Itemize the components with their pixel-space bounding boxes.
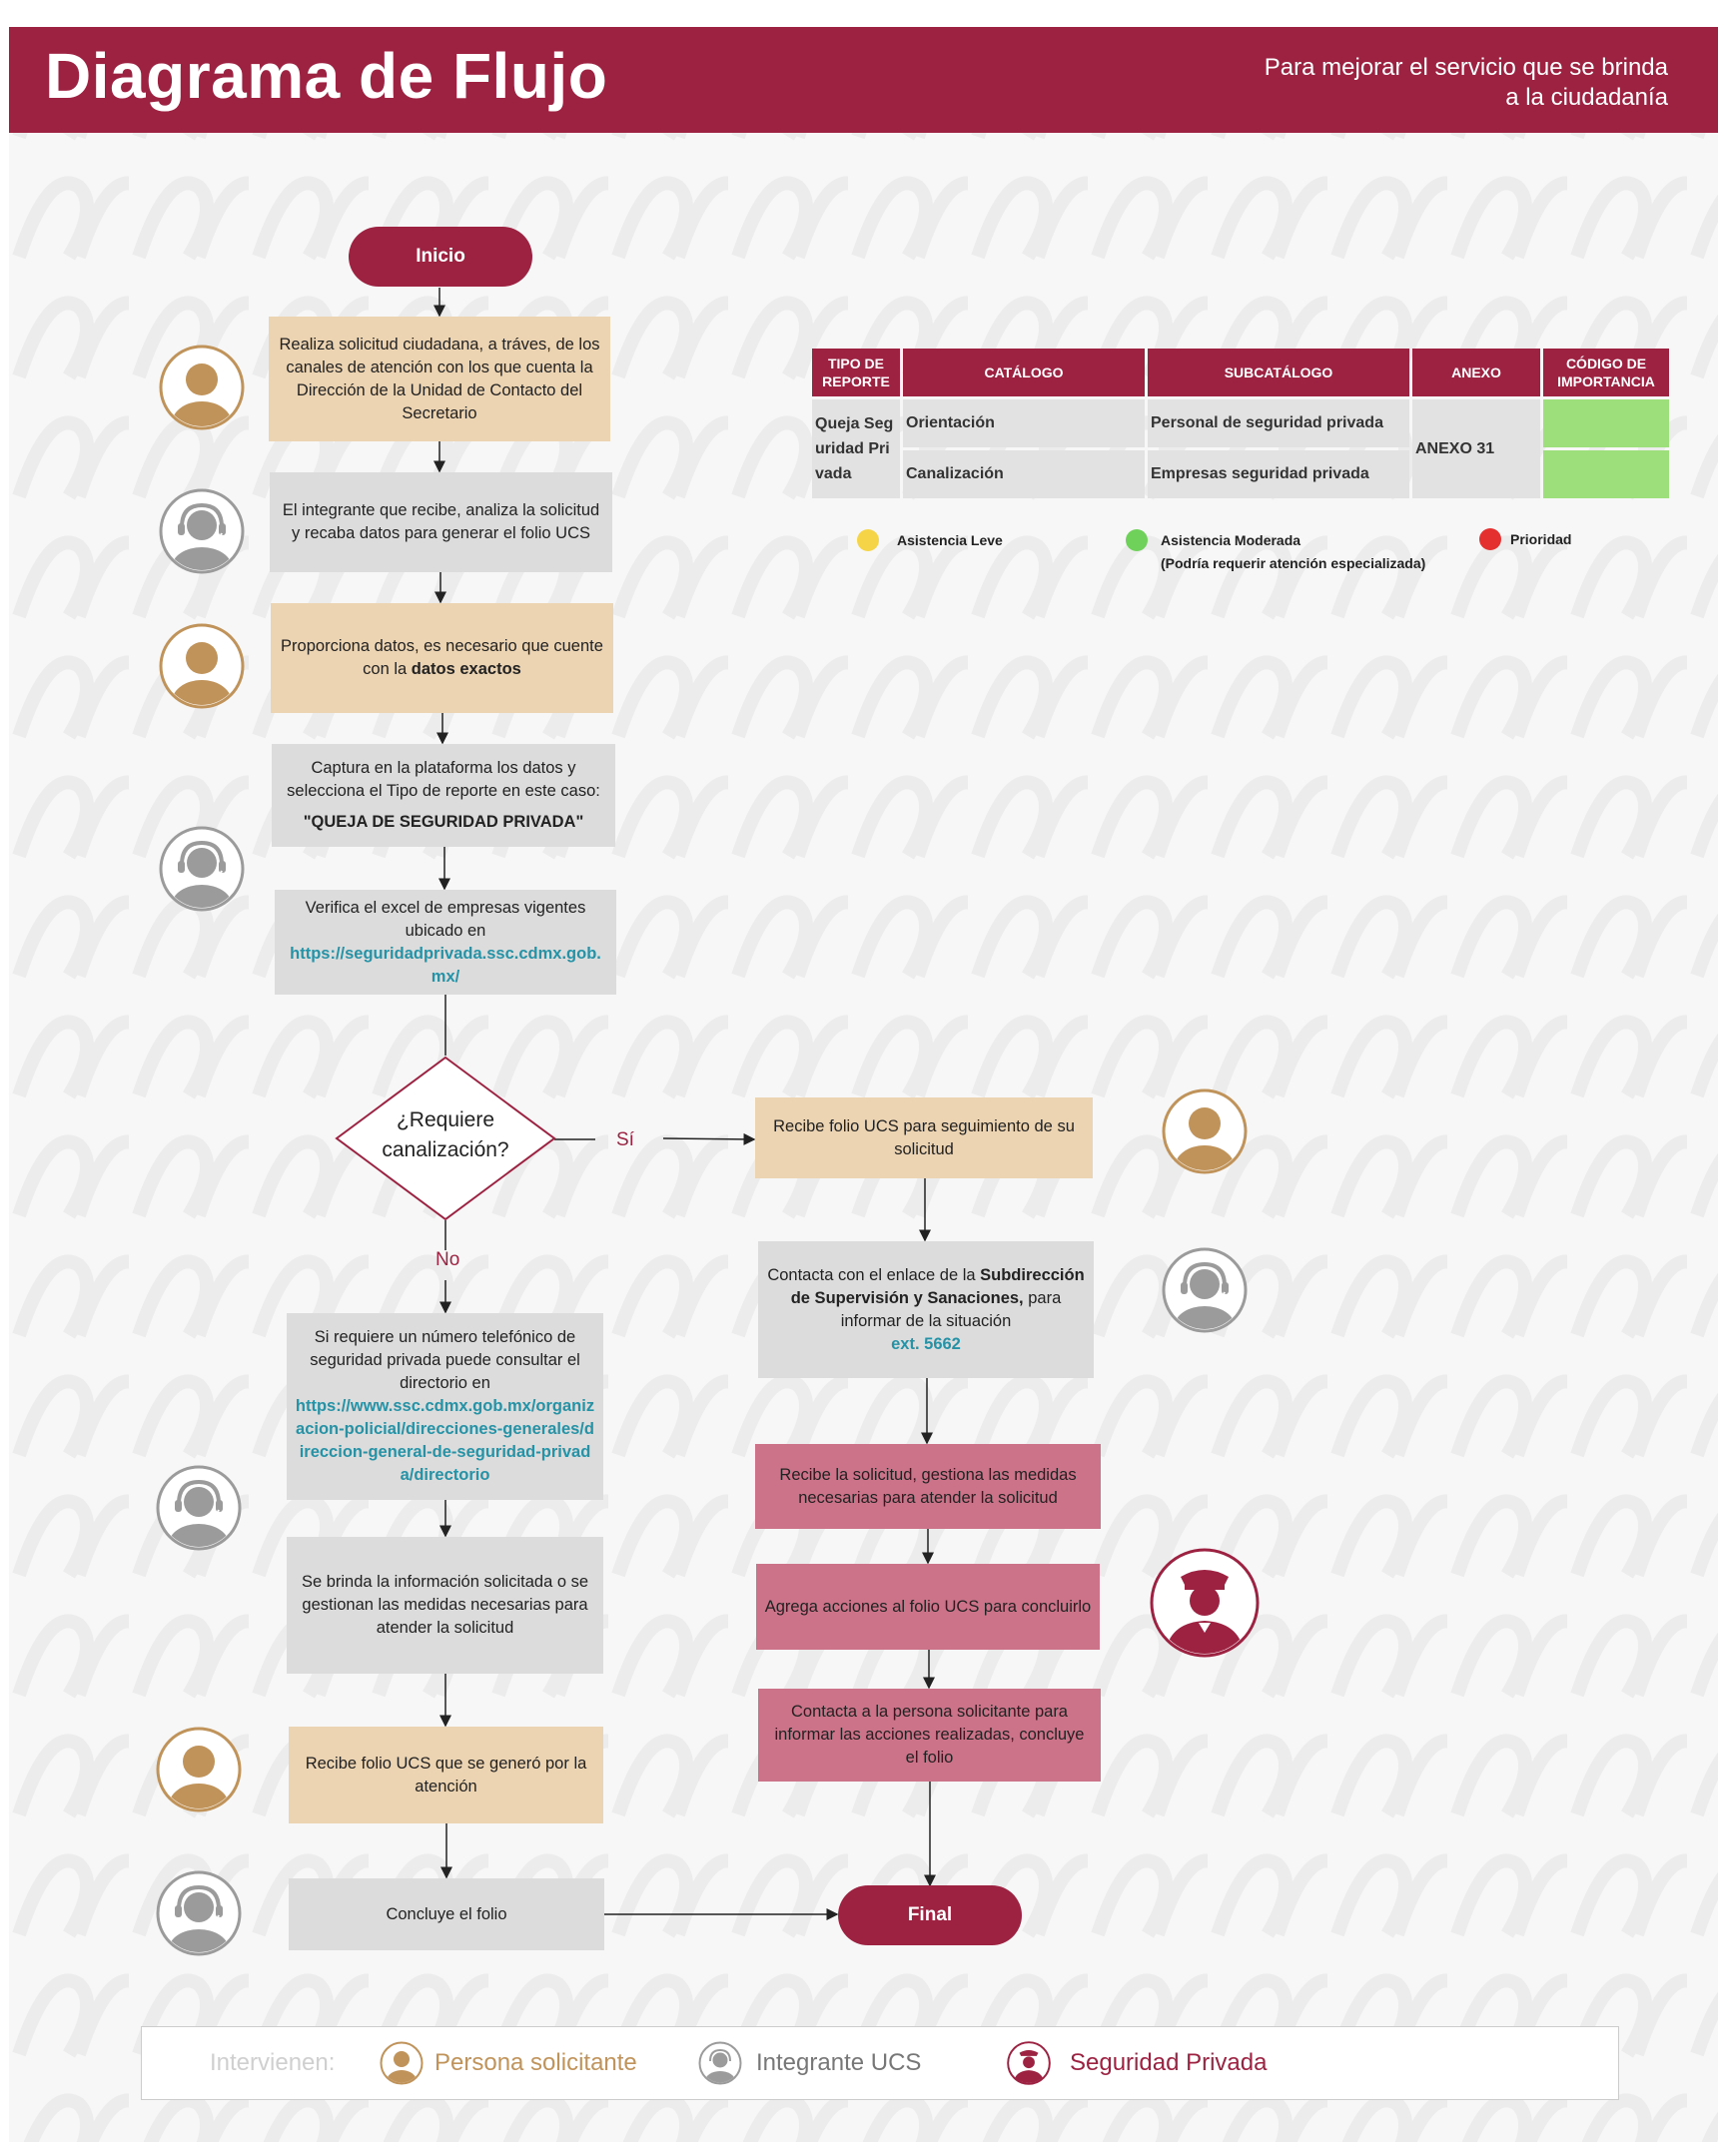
cell-anexo: ANEXO 31 (1412, 399, 1540, 498)
link-seguridad-privada[interactable]: https://seguridadprivada.ssc.cdmx.gob.mx… (290, 944, 601, 986)
step-contacta-enlace-text: Contacta con el enlace de la Subdirecció… (767, 1265, 1085, 1330)
persona-solicitante-icon (159, 623, 245, 709)
step-gestiona-medidas: Recibe la solicitud, gestiona las medida… (755, 1444, 1101, 1529)
table-header-row: TIPO DE REPORTE CATÁLOGO SUBCATÁLOGO ANE… (812, 349, 1669, 396)
seguridad-privada-icon (1150, 1548, 1260, 1658)
header-bar: Diagrama de Flujo Para mejorar el servic… (9, 27, 1718, 133)
cell-subcatalogo: Empresas seguridad privada (1148, 450, 1409, 498)
footer-intervienen: Intervienen: Persona solicitante Integra… (141, 2026, 1619, 2100)
cell-codigo-importancia (1543, 450, 1669, 498)
legend-prioridad: Prioridad (1510, 531, 1572, 547)
yes-label: Sí (616, 1129, 634, 1150)
footer-seguridad-privada: Seguridad Privada (1070, 2049, 1268, 2076)
header-subcatalogo: SUBCATÁLOGO (1148, 349, 1409, 396)
table-row: Queja Seguridad Privada Orientación Pers… (812, 399, 1669, 498)
persona-solicitante-icon (1162, 1088, 1248, 1174)
integrante-ucs-icon (698, 2041, 742, 2085)
link-directorio[interactable]: https://www.ssc.cdmx.gob.mx/organizacion… (295, 1397, 595, 1484)
cell-codigo-importancia (1543, 399, 1669, 447)
dot-asistencia-leve (857, 529, 879, 551)
step-proporciona-datos: Proporciona datos, es necesario que cuen… (271, 603, 613, 713)
integrante-ucs-icon (159, 826, 245, 912)
legend-asistencia-leve: Asistencia Leve (897, 532, 1003, 548)
start-terminal: Inicio (349, 227, 532, 287)
step-directorio-text: Si requiere un número telefónico de segu… (310, 1328, 580, 1392)
footer-persona-solicitante: Persona solicitante (434, 2049, 637, 2076)
decision-diamond (335, 1056, 556, 1221)
step-brinda-informacion: Se brinda la información solicitada o se… (287, 1537, 603, 1674)
cell-tipo-reporte: Queja Seguridad Privada (812, 399, 900, 498)
header-catalogo: CATÁLOGO (903, 349, 1145, 396)
integrante-ucs-icon (1162, 1247, 1248, 1333)
cell-catalogo: Canalización (903, 450, 1145, 498)
persona-solicitante-icon (380, 2041, 424, 2085)
dot-prioridad (1479, 528, 1501, 550)
integrante-ucs-icon (159, 488, 245, 574)
step-directorio-telefonico: Si requiere un número telefónico de segu… (287, 1313, 603, 1500)
dot-asistencia-moderada (1126, 529, 1148, 551)
integrante-ucs-icon (156, 1465, 242, 1551)
arrow-yes-yes1 (662, 1132, 756, 1145)
page-subtitle: Para mejorar el servicio que se brinda a… (1264, 54, 1668, 111)
end-terminal: Final (838, 1885, 1022, 1945)
step-analiza-solicitud: El integrante que recibe, analiza la sol… (270, 472, 612, 572)
seguridad-privada-icon (1007, 2041, 1051, 2085)
header-codigo-importancia: CÓDIGO DE IMPORTANCIA (1543, 349, 1669, 396)
step-proporciona-datos-text: Proporciona datos, es necesario que cuen… (281, 637, 603, 678)
no-label: No (435, 1249, 460, 1270)
step-verifica-text: Verifica el excel de empresas vigentes u… (305, 898, 586, 940)
catalog-table: TIPO DE REPORTE CATÁLOGO SUBCATÁLOGO ANE… (809, 346, 1672, 501)
step-recibe-folio-seguimiento: Recibe folio UCS para seguimiento de su … (755, 1097, 1093, 1178)
legend-asistencia-moderada: Asistencia Moderada (1161, 532, 1301, 548)
header-anexo: ANEXO (1412, 349, 1540, 396)
persona-solicitante-icon (159, 345, 245, 430)
step-captura-tipo: "QUEJA DE SEGURIDAD PRIVADA" (303, 813, 584, 831)
footer-integrante-ucs: Integrante UCS (756, 2049, 922, 2076)
table-row: Canalización Empresas seguridad privada (812, 450, 1669, 498)
step-solicitud-ciudadana: Realiza solicitud ciudadana, a tráves, d… (269, 317, 610, 441)
integrante-ucs-icon (156, 1870, 242, 1956)
cell-catalogo: Orientación (903, 399, 1145, 447)
step-captura-text: Captura en la plataforma los datos y sel… (287, 759, 600, 800)
step-recibe-folio-atencion: Recibe folio UCS que se generó por la at… (289, 1727, 603, 1823)
step-contacta-enlace: Contacta con el enlace de la Subdirecció… (758, 1241, 1094, 1378)
step-agrega-acciones: Agrega acciones al folio UCS para conclu… (756, 1564, 1100, 1650)
page-title: Diagrama de Flujo (45, 40, 608, 112)
cell-subcatalogo: Personal de seguridad privada (1148, 399, 1409, 447)
extension-number: ext. 5662 (891, 1334, 961, 1353)
decision-text: ¿Requiere canalización? (382, 1108, 509, 1161)
header-tipo-reporte: TIPO DE REPORTE (812, 349, 900, 396)
step-concluye-folio: Concluye el folio (289, 1878, 604, 1950)
step-contacta-solicitante: Contacta a la persona solicitante para i… (758, 1689, 1101, 1782)
persona-solicitante-icon (156, 1727, 242, 1812)
legend-asistencia-moderada-note: (Podría requerir atención especializada) (1161, 555, 1426, 571)
step-verifica-excel: Verifica el excel de empresas vigentes u… (275, 890, 616, 995)
footer-label: Intervienen: (210, 2049, 336, 2076)
step-captura-plataforma: Captura en la plataforma los datos y sel… (272, 744, 615, 847)
